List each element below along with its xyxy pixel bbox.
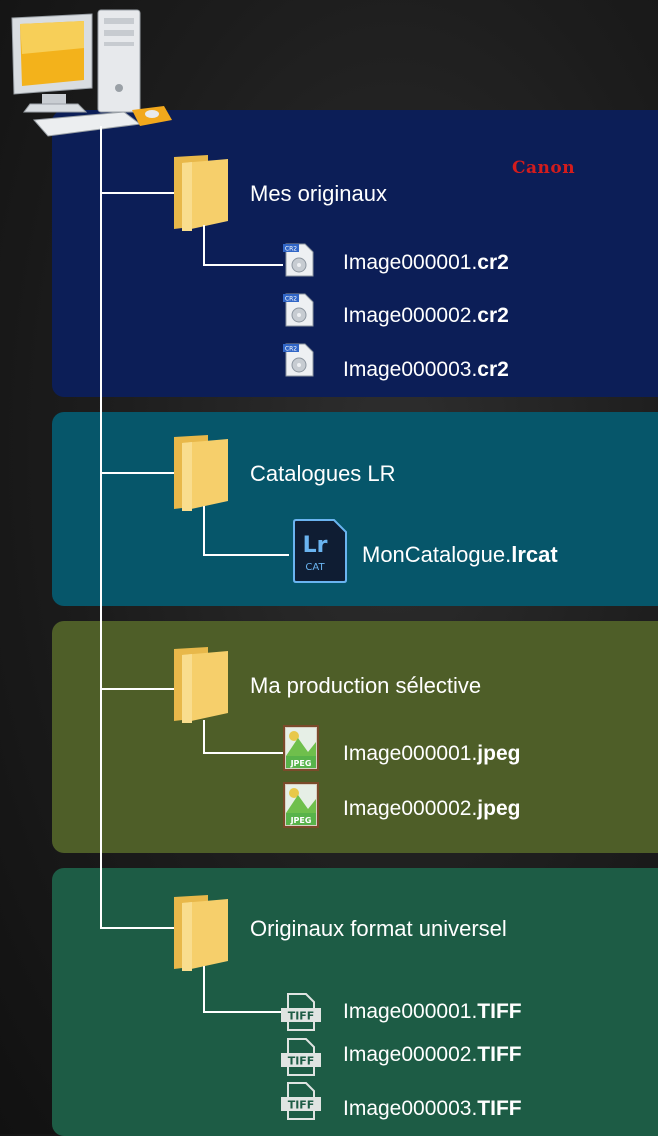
tiff-file-icon: TIFF bbox=[281, 1082, 321, 1120]
file-badge: JPEG bbox=[290, 816, 312, 825]
tiff-file-icon: TIFF bbox=[281, 993, 321, 1031]
computer-icon bbox=[11, 9, 172, 137]
sub-branch-hline bbox=[203, 1011, 283, 1013]
file-name: MonCatalogue.lrcat bbox=[362, 542, 558, 567]
file-name: Image000003.cr2 bbox=[343, 358, 509, 381]
file-badge: TIFF bbox=[288, 1099, 315, 1112]
jpeg-file-icon: JPEG bbox=[283, 725, 319, 771]
panel-production-selective bbox=[52, 621, 658, 853]
cr2-file-icon: CR2 bbox=[283, 243, 314, 277]
file-name: Image000002.jpeg bbox=[343, 797, 521, 820]
file-badge: Lr bbox=[303, 533, 328, 558]
canon-logo: Canon bbox=[512, 158, 576, 178]
file-name: Image000003.TIFF bbox=[343, 1097, 522, 1120]
panel-mes-originaux bbox=[52, 110, 658, 397]
folder-label: Catalogues LR bbox=[250, 461, 396, 486]
file-name: Image000002.TIFF bbox=[343, 1043, 522, 1066]
sub-branch-vline bbox=[203, 720, 205, 754]
sub-branch-hline bbox=[203, 554, 289, 556]
folder-icon bbox=[174, 435, 228, 511]
branch-line bbox=[100, 688, 174, 690]
folder-label: Ma production sélective bbox=[250, 673, 482, 698]
file-badge: TIFF bbox=[288, 1055, 315, 1068]
branch-line bbox=[100, 472, 174, 474]
cr2-file-icon: CR2 bbox=[283, 293, 314, 327]
tiff-file-icon: TIFF bbox=[281, 1038, 321, 1076]
sub-branch-hline bbox=[203, 264, 283, 266]
file-name: Image000001.jpeg bbox=[343, 742, 521, 765]
lrcat-file-icon: Lr CAT bbox=[293, 519, 347, 583]
folder-label: Mes originaux bbox=[250, 181, 387, 206]
sub-branch-hline bbox=[203, 752, 283, 754]
tree-trunk-line bbox=[100, 126, 102, 928]
file-badge: CR2 bbox=[285, 346, 297, 353]
branch-line bbox=[100, 192, 174, 194]
file-badge: JPEG bbox=[290, 759, 312, 768]
sub-branch-vline bbox=[203, 225, 205, 266]
file-badge: CR2 bbox=[285, 246, 297, 253]
folder-icon bbox=[174, 155, 228, 231]
sub-branch-vline bbox=[203, 506, 205, 556]
file-name: Image000001.cr2 bbox=[343, 251, 509, 274]
sub-branch-vline bbox=[203, 966, 205, 1013]
file-badge: TIFF bbox=[288, 1010, 315, 1023]
jpeg-file-icon: JPEG bbox=[283, 782, 319, 828]
cr2-file-icon: CR2 bbox=[283, 343, 314, 377]
file-badge: CR2 bbox=[285, 296, 297, 303]
folder-icon bbox=[174, 895, 228, 971]
file-name: Image000001.TIFF bbox=[343, 1000, 522, 1023]
folder-icon bbox=[174, 647, 228, 723]
file-name: Image000002.cr2 bbox=[343, 304, 509, 327]
branch-line bbox=[100, 927, 174, 929]
folder-label: Originaux format universel bbox=[250, 916, 507, 941]
panel-originaux-universel bbox=[52, 868, 658, 1136]
file-badge: CAT bbox=[305, 562, 325, 573]
panel-catalogues-lr bbox=[52, 412, 658, 606]
